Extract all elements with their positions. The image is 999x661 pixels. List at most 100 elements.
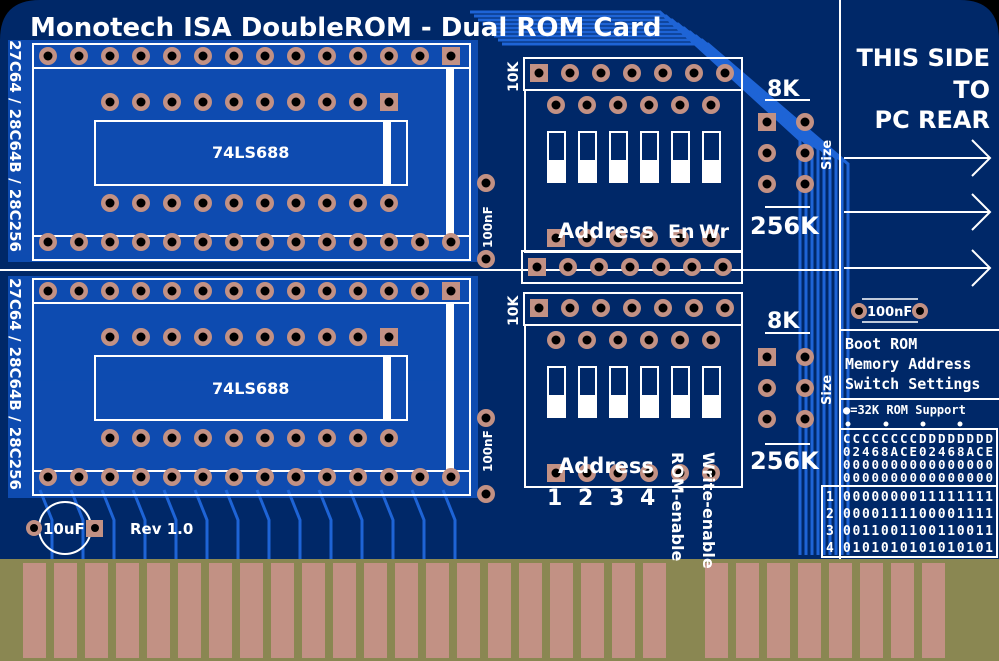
row-number-frame — [821, 485, 841, 558]
eeprom-label-top: 27C64 / 28C64B / 28C256 — [6, 40, 24, 252]
drill — [136, 97, 146, 107]
drill — [198, 433, 208, 443]
edge-finger — [643, 563, 666, 658]
dip-switch-knob — [579, 160, 596, 182]
drill — [353, 51, 363, 61]
ic-key — [383, 356, 391, 420]
drill — [105, 97, 115, 107]
switch-row-number: 2 — [826, 507, 834, 522]
drill — [353, 286, 363, 296]
drill — [136, 237, 146, 247]
dip-outline — [524, 324, 743, 488]
drill — [384, 198, 394, 208]
drill — [800, 414, 810, 424]
drill — [43, 51, 53, 61]
drill — [446, 51, 456, 61]
drill — [625, 262, 635, 272]
drill — [481, 489, 491, 499]
drill — [291, 51, 301, 61]
drill — [322, 237, 332, 247]
drill — [105, 51, 115, 61]
switch-label-rom-enable: ROM-enable — [668, 452, 687, 561]
drill — [762, 352, 772, 362]
edge-finger — [147, 563, 170, 658]
eeprom-socket-outline — [32, 43, 471, 261]
drill — [353, 97, 363, 107]
switch-row-bits: 0011001100110011 — [843, 524, 993, 539]
ic-outline — [94, 120, 408, 186]
ic-label-bottom: 74LS688 — [212, 379, 289, 398]
edge-finger — [395, 563, 418, 658]
drill — [43, 237, 53, 247]
switch-number-1: 1 — [547, 486, 562, 511]
edge-finger — [178, 563, 201, 658]
dip-switch-knob — [672, 160, 689, 182]
drill — [322, 286, 332, 296]
rn-label-bottom: 10K — [506, 295, 522, 326]
drill — [167, 332, 177, 342]
drill — [594, 262, 604, 272]
orientation-line-2: TO — [953, 76, 990, 104]
drill — [613, 100, 623, 110]
drill — [229, 237, 239, 247]
drill — [167, 472, 177, 482]
drill — [481, 178, 491, 188]
drill — [565, 303, 575, 313]
drill — [384, 472, 394, 482]
drill — [105, 332, 115, 342]
legend-dots — [845, 421, 963, 427]
copper-fill — [8, 40, 478, 498]
trace — [348, 489, 364, 560]
drill — [675, 468, 685, 478]
dip-switch-knob — [641, 395, 658, 417]
drill — [353, 433, 363, 443]
drill — [229, 332, 239, 342]
drill — [481, 254, 491, 264]
settings-legend: ●=32K ROM Support — [843, 403, 966, 417]
switch-label-wr: Wr — [699, 221, 730, 243]
ic-key — [383, 121, 391, 185]
side-cap-label: 100nF — [867, 305, 912, 320]
drill — [800, 352, 810, 362]
drill — [167, 97, 177, 107]
drill — [582, 468, 592, 478]
drill — [658, 68, 668, 78]
edge-finger — [116, 563, 139, 658]
drill — [136, 433, 146, 443]
drill — [198, 198, 208, 208]
drill — [291, 332, 301, 342]
drill — [551, 100, 561, 110]
board-title: Monotech ISA DoubleROM - Dual ROM Card — [30, 13, 661, 43]
drill — [762, 148, 772, 158]
switch-label-en: En — [668, 221, 695, 243]
switch-label-address-top: Address — [558, 219, 654, 243]
drill — [229, 472, 239, 482]
address-row: 0000000000000000 — [843, 470, 993, 485]
header-outline — [521, 250, 743, 284]
size-256k-top: 256K — [750, 212, 820, 240]
size-8k-bottom: 8K — [767, 309, 800, 334]
drill — [260, 433, 270, 443]
drill — [687, 262, 697, 272]
switch-number-3: 3 — [609, 486, 624, 511]
drill — [613, 468, 623, 478]
drill — [291, 237, 301, 247]
drill — [198, 97, 208, 107]
edge-finger — [364, 563, 387, 658]
drill — [74, 51, 84, 61]
drill — [384, 433, 394, 443]
trace — [441, 489, 457, 560]
socket-key — [446, 303, 454, 471]
drill — [675, 100, 685, 110]
size-256k-bottom: 256K — [750, 447, 820, 475]
switch-row-number: 3 — [826, 524, 834, 539]
drill — [644, 233, 654, 243]
drill — [762, 414, 772, 424]
edge-finger — [860, 563, 883, 658]
orientation-line-1: THIS SIDE — [856, 44, 990, 72]
trace — [502, 42, 850, 555]
drill — [260, 332, 270, 342]
drill — [534, 303, 544, 313]
drill — [582, 100, 592, 110]
orientation-line-3: PC REAR — [875, 106, 991, 134]
